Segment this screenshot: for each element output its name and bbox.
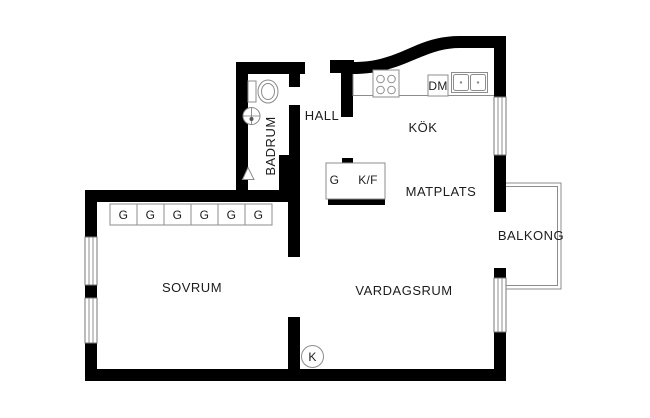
- windows: [84, 96, 507, 344]
- wall-left-2: [85, 285, 97, 298]
- room-label-sovrum: SOVRUM: [162, 280, 222, 295]
- wall-badrum-top: [236, 62, 305, 74]
- window-left-upper: [84, 236, 98, 286]
- wardrobe-box: [244, 203, 273, 226]
- wardrobe-label: G: [227, 208, 237, 222]
- wall-left-3: [85, 343, 97, 381]
- wall-badrum-right-upper: [289, 74, 300, 87]
- wall-badrum-left: [236, 62, 248, 202]
- room-label-kok: KÖK: [409, 120, 438, 135]
- washbasin-icon: [242, 107, 261, 125]
- wardrobe-label: G: [119, 208, 129, 222]
- room-labels: HALL BADRUM KÖK MATPLATS VARDAGSRUM SOVR…: [162, 108, 564, 298]
- wall-right-2: [494, 155, 506, 212]
- wall-sovrum-right-upper: [288, 202, 300, 257]
- room-label-hall: HALL: [305, 108, 340, 123]
- room-label-matplats: MATPLATS: [406, 184, 477, 199]
- kitchen-sink-icon: [451, 72, 488, 93]
- wardrobe-label: G: [146, 208, 156, 222]
- room-label-balkong: BALKONG: [498, 228, 564, 243]
- room-label-badrum: BADRUM: [263, 116, 278, 175]
- wall-right-1: [494, 36, 506, 97]
- wardrobe-label: G: [254, 208, 264, 222]
- wall-sovrum-top: [85, 190, 300, 202]
- shower-drain-icon: [241, 166, 255, 180]
- wardrobe-label: G: [173, 208, 183, 222]
- balcony-railing: [506, 182, 562, 290]
- wall-kok-entry-vertical: [341, 62, 353, 117]
- wall-right-3: [494, 268, 506, 278]
- walls: [85, 36, 506, 381]
- flue-marker: K: [301, 345, 324, 368]
- room-label-vardagsrum: VARDAGSRUM: [355, 283, 452, 298]
- toilet-icon: [247, 79, 279, 104]
- wall-right-4: [494, 332, 506, 381]
- hall-closet-label: G: [330, 173, 340, 187]
- dishwasher-box: DM: [427, 74, 449, 97]
- fridge-freezer-label: K/F: [358, 173, 378, 187]
- window-right-upper: [493, 96, 507, 156]
- wall-sovrum-right-lower: [288, 317, 300, 369]
- window-left-lower: [84, 297, 98, 344]
- wardrobe-row: G G G G G G: [109, 203, 273, 226]
- window-right-lower: [493, 277, 507, 333]
- wall-badrum-pilaster: [279, 155, 289, 200]
- wall-bottom: [85, 369, 506, 381]
- flue-label: K: [308, 350, 316, 364]
- hall-closet: G K/F: [325, 162, 386, 200]
- wall-kok-curved: [353, 36, 506, 74]
- wall-badrum-right-lower: [289, 105, 300, 202]
- dishwasher-label: DM: [428, 79, 447, 93]
- stove-icon: [372, 69, 400, 98]
- wardrobe-label: G: [200, 208, 210, 222]
